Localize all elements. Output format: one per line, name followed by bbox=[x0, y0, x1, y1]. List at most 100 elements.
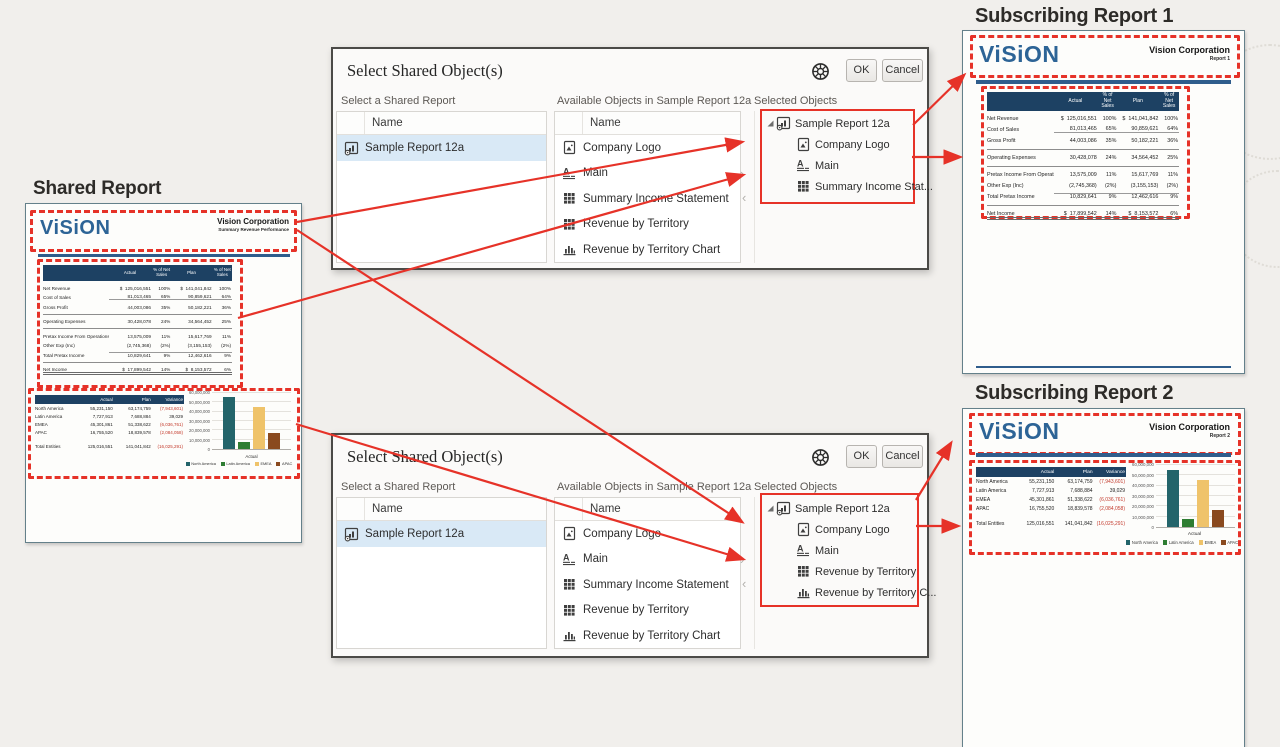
shared-report-row[interactable]: Sample Report 12a bbox=[337, 135, 546, 161]
legend-item: EMEA bbox=[254, 461, 271, 466]
plan-value: $ 141,041,842 bbox=[180, 285, 212, 291]
text-body-icon: A bbox=[796, 158, 811, 173]
pct-net-sales-value: 24% bbox=[1105, 155, 1117, 161]
row-label: Net Income bbox=[43, 367, 67, 372]
available-object-row[interactable]: Company Logo bbox=[555, 521, 740, 547]
move-left-chevron[interactable]: ‹ bbox=[742, 190, 747, 205]
plan-value: 18,839,578 bbox=[1067, 505, 1093, 512]
pct-net-sales-value: (2%) bbox=[221, 343, 232, 348]
available-object-row[interactable]: Company Logo bbox=[555, 135, 740, 161]
subscribing-report-2-heading: Subscribing Report 2 bbox=[975, 382, 1174, 404]
ok-button[interactable]: OK bbox=[846, 445, 877, 468]
pct-net-sales-value: (2%) bbox=[1166, 183, 1178, 189]
shared-report-row[interactable]: Sample Report 12a bbox=[337, 521, 546, 547]
column-header: Variance bbox=[1106, 469, 1125, 475]
selected-tree-child-row[interactable]: Revenue by Territory C... bbox=[796, 582, 936, 603]
column-header: Plan bbox=[141, 397, 151, 402]
available-object-row[interactable]: Revenue by Territory bbox=[555, 598, 740, 624]
object-label: Revenue by Territory Chart bbox=[583, 243, 721, 256]
tree-child-label: Company Logo bbox=[815, 138, 890, 151]
selected-tree-root-row[interactable]: Sample Report 12a bbox=[766, 498, 917, 519]
move-right-chevron[interactable]: › bbox=[740, 166, 745, 181]
object-label: Company Logo bbox=[583, 527, 661, 540]
pct-net-sales-value: 11% bbox=[221, 333, 232, 339]
variance-value: (2,084,058) bbox=[159, 429, 183, 435]
plan-value: 50,182,221 bbox=[1131, 138, 1159, 144]
row-label: Total Pretax Income bbox=[987, 194, 1035, 200]
available-object-row[interactable]: Revenue by Territory Chart bbox=[555, 623, 740, 649]
pct-net-sales-value: 100% bbox=[1164, 116, 1178, 122]
select-shared-objects-dialog-2: Select Shared Object(s) OK Cancel Select… bbox=[331, 433, 936, 658]
available-objects-label: Available Objects in Sample Report 12a bbox=[557, 481, 752, 493]
available-object-row[interactable]: Summary Income Statement bbox=[555, 572, 740, 598]
panel-divider bbox=[754, 497, 755, 649]
selected-tree-child-row[interactable]: Summary Income Stat... bbox=[796, 176, 933, 197]
row-label: Gross Profit bbox=[987, 138, 1016, 144]
expander-triangle-icon[interactable] bbox=[766, 504, 776, 513]
legend-swatch bbox=[220, 461, 225, 466]
shared-report-page: ViSiON Vision Corporation Summary Revenu… bbox=[25, 203, 302, 543]
ok-button[interactable]: OK bbox=[846, 59, 877, 82]
move-left-chevron[interactable]: ‹ bbox=[742, 576, 747, 591]
text-body-icon: A bbox=[562, 166, 577, 181]
y-tick-label: 10,000,000 bbox=[189, 437, 210, 443]
pct-net-sales-value: 9% bbox=[213, 351, 233, 358]
icon-column-header bbox=[337, 112, 365, 134]
tree-child-label: Summary Income Stat... bbox=[815, 180, 933, 193]
pct-net-sales-value: 24% bbox=[160, 319, 171, 324]
available-object-row[interactable]: Revenue by Territory bbox=[555, 212, 740, 238]
variance-value: (7,943,601) bbox=[1099, 478, 1125, 485]
row-label: Total Entities bbox=[976, 520, 1005, 527]
selected-tree-child-row[interactable]: Company Logo bbox=[796, 519, 917, 540]
cancel-button[interactable]: Cancel bbox=[882, 59, 923, 82]
available-object-row[interactable]: Summary Income Statement bbox=[555, 186, 740, 212]
plan-value: 63,174,759 bbox=[1067, 478, 1093, 485]
subscribing-report-2-page: ViSiON Vision Corporation Report 2 Actua… bbox=[962, 408, 1245, 747]
expander-triangle-icon[interactable] bbox=[766, 119, 776, 128]
shared-report-list-panel: Name Sample Report 12a bbox=[336, 111, 547, 263]
legend-swatch bbox=[1125, 540, 1131, 545]
column-header: % of Net Sales bbox=[153, 267, 171, 277]
variance-value: 39,029 bbox=[1109, 487, 1125, 494]
column-header: Actual bbox=[1068, 97, 1083, 104]
help-icon[interactable] bbox=[811, 62, 830, 86]
selected-tree-root-row[interactable]: Sample Report 12a bbox=[766, 113, 913, 134]
plan-value: 90,859,621 bbox=[171, 294, 214, 300]
selected-tree-child-row[interactable]: Revenue by Territory bbox=[796, 561, 917, 582]
actual-value: 30,428,078 bbox=[1069, 155, 1097, 161]
gridline bbox=[212, 401, 291, 403]
help-icon[interactable] bbox=[811, 448, 830, 472]
report-subtitle: Summary Revenue Performance bbox=[218, 226, 289, 232]
legend-swatch bbox=[1221, 540, 1226, 545]
selected-tree-child-row[interactable]: A Main bbox=[796, 155, 913, 176]
available-object-row[interactable]: Revenue by Territory Chart bbox=[555, 237, 740, 263]
selected-tree-child-row[interactable]: Company Logo bbox=[796, 134, 913, 155]
row-label: Latin America bbox=[35, 413, 63, 419]
plan-value: 51,338,622 bbox=[128, 421, 151, 427]
actual-value: $ 125,016,551 bbox=[119, 285, 151, 291]
variance-value: 39,029 bbox=[169, 413, 183, 419]
y-tick-label: 10,000,000 bbox=[1132, 514, 1154, 520]
tree-root-label: Sample Report 12a bbox=[795, 117, 890, 130]
company-name: Vision Corporation bbox=[1149, 422, 1230, 432]
pct-net-sales-value: 11% bbox=[161, 333, 171, 339]
select-shared-report-label: Select a Shared Report bbox=[341, 95, 456, 107]
cancel-button[interactable]: Cancel bbox=[882, 445, 923, 468]
move-right-chevron[interactable]: › bbox=[740, 552, 745, 567]
tree-child-label: Main bbox=[815, 159, 839, 172]
tree-child-label: Revenue by Territory C... bbox=[815, 586, 937, 599]
pct-net-sales-value: 14% bbox=[1105, 211, 1117, 217]
y-tick-label: 60,000,000 bbox=[189, 390, 210, 395]
